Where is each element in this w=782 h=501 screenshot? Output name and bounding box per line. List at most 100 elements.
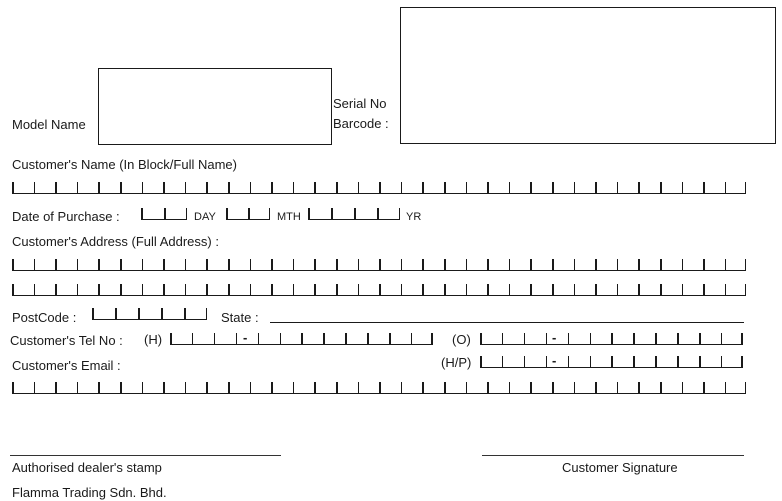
state-field[interactable] [270,322,744,323]
address-label: Customer's Address (Full Address) : [12,234,219,249]
cell-divider [720,356,723,367]
cell-divider [677,333,679,344]
cell-divider [681,259,684,270]
cell-divider [431,333,433,344]
cell-divider [465,382,468,393]
month-label: MTH [277,211,301,223]
cell-divider [720,333,723,344]
cell-divider [141,182,144,193]
cell-divider [33,182,36,193]
cell-divider [487,259,489,270]
cell-divider [308,208,310,219]
cell-divider [444,284,446,295]
cell-divider [323,333,325,344]
cell-divider [206,382,208,393]
cell-divider [98,382,100,393]
company-name: Flamma Trading Sdn. Bhd. [12,485,167,500]
cell-divider [595,182,597,193]
cell-divider [638,182,640,193]
cell-divider [314,284,316,295]
cell-divider [681,284,684,295]
cell-divider [55,259,57,270]
cell-divider [336,259,338,270]
barcode-label: Barcode : [333,116,389,131]
postcode-field[interactable] [92,308,207,320]
tel-office-label: (O) [452,332,471,347]
cell-divider [699,333,701,344]
tel-hp-field[interactable] [480,356,743,368]
cell-divider [163,382,165,393]
cell-divider [681,382,684,393]
cell-divider [703,382,705,393]
cell-divider [616,259,619,270]
tel-home-field[interactable] [170,333,433,345]
cell-divider [184,382,187,393]
cell-divider [141,382,144,393]
cell-divider [480,356,482,367]
cell-divider [268,208,270,219]
cell-divider [660,382,662,393]
cell-divider [741,333,743,344]
cell-divider [552,382,554,393]
cell-divider [595,382,597,393]
cell-divider [141,259,144,270]
purchase-year-field[interactable] [308,208,400,220]
cell-divider [530,182,532,193]
cell-divider [379,284,381,295]
customer-signature-label: Customer Signature [562,460,678,475]
cell-divider [465,259,468,270]
cell-divider [400,382,403,393]
day-label: DAY [194,211,216,223]
address-line-1-field[interactable] [12,259,747,271]
cell-divider [389,333,391,344]
cell-divider [400,182,403,193]
customer-name-field[interactable] [12,182,747,194]
tel-home-label: (H) [144,332,163,347]
cell-divider [552,284,554,295]
address-line-2-field[interactable] [12,284,747,296]
tel-office-dash: - [552,330,557,345]
cell-divider [379,259,381,270]
signature-line[interactable] [482,455,744,456]
cell-divider [655,356,657,367]
serial-barcode-field[interactable] [400,7,776,144]
cell-divider [228,284,230,295]
email-label: Customer's Email : [12,358,121,373]
cell-divider [422,259,424,270]
cell-divider [638,259,640,270]
cell-divider [161,308,163,319]
cell-divider [508,284,511,295]
cell-divider [292,382,295,393]
cell-divider [92,308,94,319]
purchase-month-field[interactable] [226,208,270,220]
cell-divider [292,182,295,193]
tel-office-field[interactable] [480,333,743,345]
cell-divider [205,308,207,319]
cell-divider [422,284,424,295]
cell-divider [523,333,526,344]
cell-divider [271,182,273,193]
cell-divider [12,284,14,295]
year-label: YR [406,211,422,223]
email-field[interactable] [12,382,747,394]
cell-divider [76,259,79,270]
cell-divider [76,382,79,393]
cell-divider [508,182,511,193]
cell-divider [487,284,489,295]
cell-divider [744,382,747,393]
tel-hp-label: (H/P) [441,355,472,370]
cell-divider [120,284,122,295]
state-label: State : [221,310,259,325]
cell-divider [616,284,619,295]
model-name-field[interactable] [98,68,332,145]
cell-divider [33,382,36,393]
cell-divider [206,182,208,193]
cell-divider [422,382,424,393]
cell-divider [595,284,597,295]
purchase-day-field[interactable] [141,208,187,220]
model-name-label: Model Name [12,117,86,132]
cell-divider [703,182,705,193]
cell-divider [120,382,122,393]
cell-divider [465,182,468,193]
cell-divider [33,259,36,270]
